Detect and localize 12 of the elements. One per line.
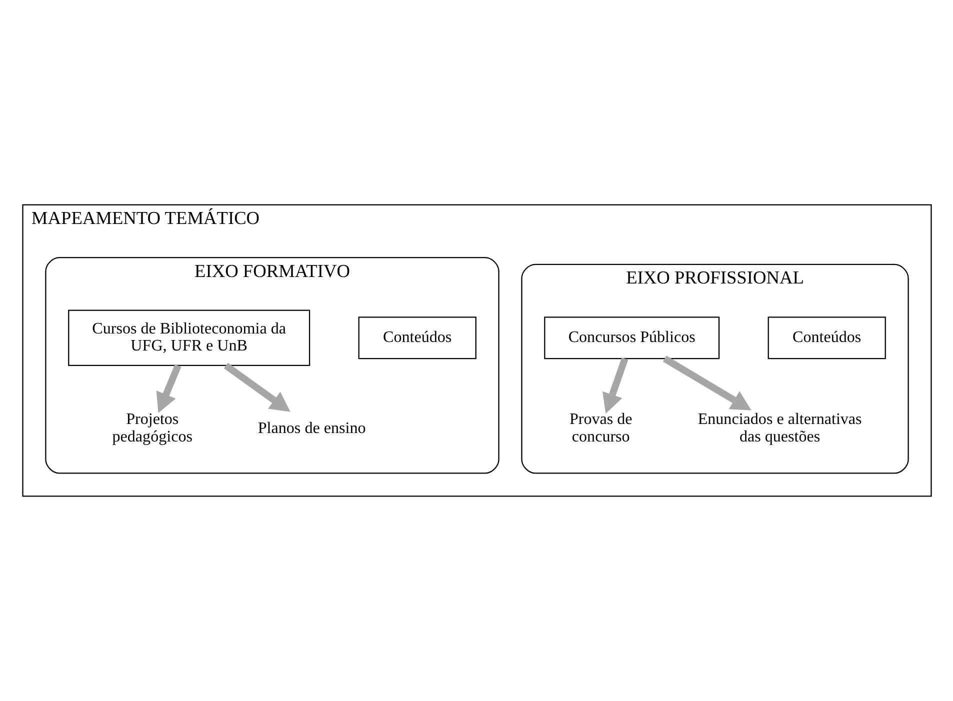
- node-text: Provas de concurso: [568, 411, 632, 446]
- node-box: Cursos de Biblioteconomia da UFG, UFR e UnB: [68, 310, 310, 366]
- node-box: Conteúdos: [767, 316, 886, 360]
- arrow: [602, 358, 628, 414]
- node-text: Planos de ensino: [257, 420, 366, 437]
- node-box: Concursos Públicos: [544, 316, 720, 360]
- node-box: Conteúdos: [358, 316, 476, 360]
- arrow: [156, 364, 181, 414]
- arrow: [223, 362, 290, 412]
- arrow: [662, 356, 751, 410]
- node-text: Enunciados e alternativas das questões: [697, 411, 862, 446]
- node-text: Projetos pedagógicos: [112, 411, 192, 446]
